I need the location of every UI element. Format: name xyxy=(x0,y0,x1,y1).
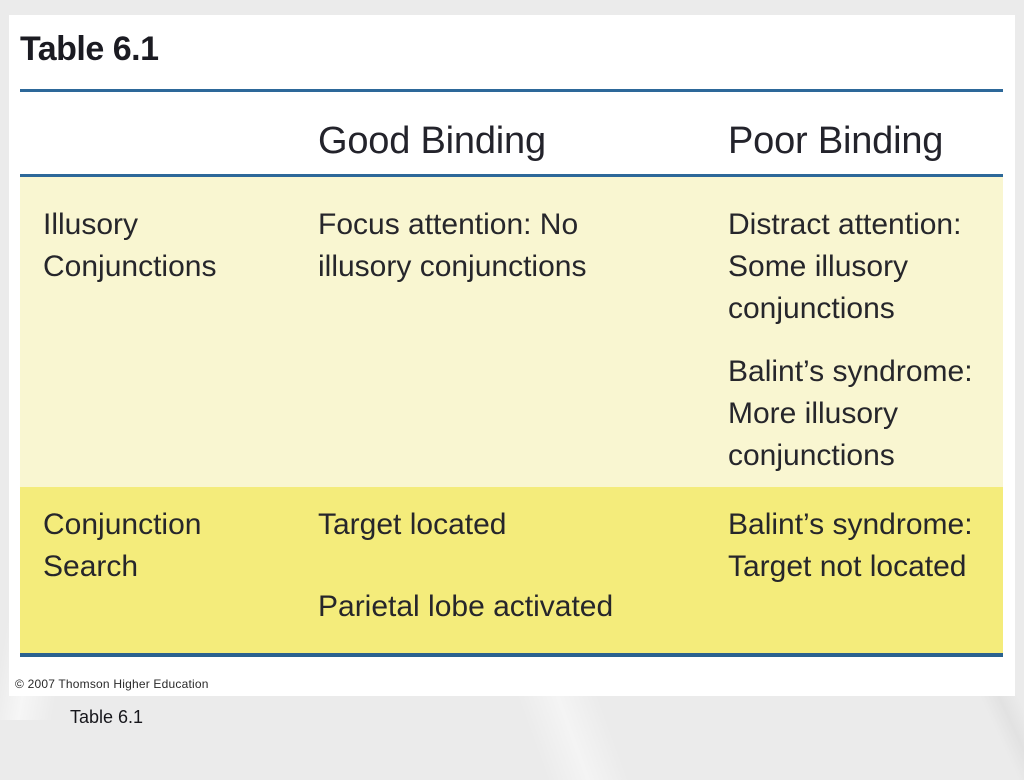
slide-caption: Table 6.1 xyxy=(70,707,144,727)
row-label: Conjunction Search xyxy=(20,504,318,653)
cell-good-binding: Focus attention: No illusory conjunction… xyxy=(318,204,728,487)
table-header-good-binding: Good Binding xyxy=(318,120,546,162)
horizontal-rule-top xyxy=(20,89,1003,92)
horizontal-rule-header xyxy=(20,174,1003,177)
row-label: Illusory Conjunctions xyxy=(20,204,318,487)
table-row-conjunction-search: Conjunction Search Target located Pariet… xyxy=(20,487,1003,653)
table-header-poor-binding: Poor Binding xyxy=(728,120,944,162)
slide-title: Table 6.1 xyxy=(20,30,159,68)
cell-text: Distract attention: Some illusory conjun… xyxy=(728,208,962,325)
table-row-illusory-conjunctions: Illusory Conjunctions Focus attention: N… xyxy=(20,177,1003,487)
row-label-text: Conjunction Search xyxy=(43,508,202,583)
cell-text: Balint’s syndrome: More illusory conjunc… xyxy=(728,355,973,472)
row-label-text: Illusory Conjunctions xyxy=(43,208,217,283)
cell-text: Balint’s syndrome: Target not located xyxy=(728,508,973,583)
background-swoosh xyxy=(330,680,810,780)
copyright-notice: © 2007 Thomson Higher Education xyxy=(15,677,209,691)
cell-text: Parietal lobe activated xyxy=(318,590,614,623)
cell-poor-binding: Balint’s syndrome: Target not located xyxy=(728,504,1003,653)
cell-text: Focus attention: No illusory conjunction… xyxy=(318,208,587,283)
cell-text: Target located xyxy=(318,508,507,541)
slide: Table 6.1 Good Binding Poor Binding Illu… xyxy=(9,15,1015,696)
cell-poor-binding: Distract attention: Some illusory conjun… xyxy=(728,204,1003,487)
table-header-row: Good Binding Poor Binding xyxy=(20,92,1003,174)
binding-table: Good Binding Poor Binding Illusory Conju… xyxy=(20,89,1003,657)
cell-good-binding: Target located Parietal lobe activated xyxy=(318,504,728,653)
horizontal-rule-bottom xyxy=(20,653,1003,657)
